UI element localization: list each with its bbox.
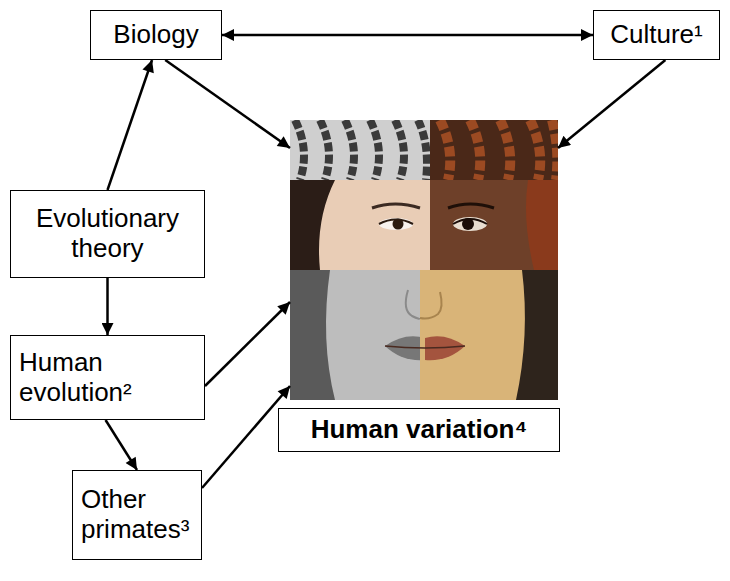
lip-line: [385, 346, 465, 348]
arrow-connector: [205, 302, 290, 386]
eyebrow: [372, 204, 420, 208]
collage-top-right: [430, 120, 558, 180]
node-label: Human variation⁴: [311, 415, 528, 445]
collage-bottom-right: [385, 270, 558, 400]
arrow-connector: [106, 420, 137, 470]
arrow-connector: [165, 60, 290, 148]
eyelid: [379, 220, 413, 225]
eye: [453, 217, 487, 231]
concept-box: Culture¹: [593, 10, 720, 60]
concept-box: Evolutionary theory: [10, 190, 205, 278]
concept-box: Human evolution²: [10, 335, 205, 420]
skin-panel: [430, 180, 558, 270]
arrow-connector: [108, 60, 153, 190]
hair: [290, 270, 335, 400]
hair-panel: [290, 120, 430, 180]
braids: [526, 180, 558, 270]
skin-panel: [430, 120, 558, 180]
eye: [379, 218, 413, 230]
eyelid: [453, 219, 487, 224]
collage-bottom-left: [290, 270, 425, 400]
nose: [406, 290, 420, 319]
arrow-connector: [558, 60, 665, 148]
node-label: Other primates³: [81, 485, 193, 545]
concept-box: Human variation⁴: [278, 408, 560, 452]
node-label: Biology: [113, 20, 198, 50]
nose: [420, 292, 442, 319]
skin-panel: [290, 270, 420, 400]
concept-box: Biology: [90, 10, 222, 60]
braids: [440, 120, 557, 180]
arrow-connector: [106, 278, 109, 335]
node-label: Culture¹: [610, 20, 702, 50]
collage-middle-left: [290, 180, 430, 270]
collage-top-left: [290, 120, 430, 180]
node-label: Evolutionary theory: [19, 204, 196, 264]
eyebrow: [448, 204, 494, 208]
concept-box: Other primates³: [72, 470, 202, 560]
node-label: Human evolution²: [19, 348, 196, 408]
face-collage: [290, 120, 558, 400]
arrow-connector: [202, 386, 290, 488]
skin-panel: [290, 180, 430, 270]
arrow-connector: [222, 34, 593, 37]
hair: [290, 180, 335, 270]
skin-panel: [420, 270, 558, 400]
hair: [516, 270, 558, 400]
collage-middle-right: [430, 180, 558, 270]
braids: [295, 120, 427, 180]
